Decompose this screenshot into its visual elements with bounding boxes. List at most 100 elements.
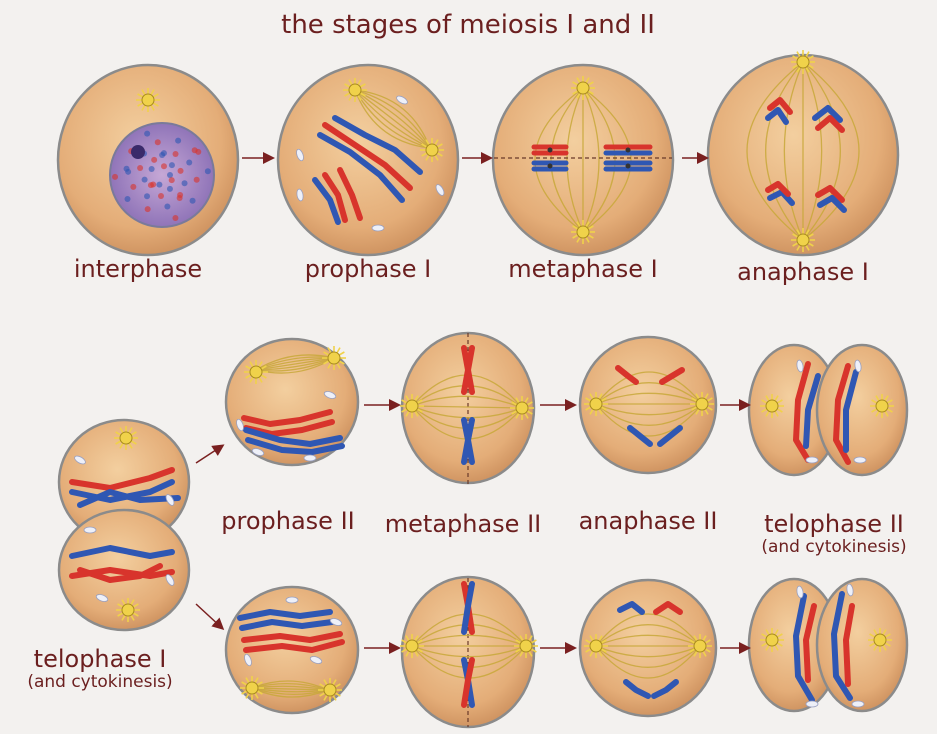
spindle-fiber [595,392,703,405]
chromosome [461,581,475,635]
chromosome [815,185,845,203]
centrosome-icon [868,628,892,652]
organelle [296,148,304,162]
centriole [141,93,155,107]
organelle [853,456,867,464]
arrow [195,444,225,464]
chromosome [767,97,793,115]
centrosome-icon [791,228,815,252]
centrosome-icon [136,88,160,112]
spindle-fiber [354,89,431,149]
cell-body [276,63,460,257]
arrows-layer [195,152,751,654]
spindle-fiber [595,634,701,647]
label-telophase-1-note: (and cytokinesis) [27,672,173,692]
organelle [796,585,804,599]
centrosome-icon [514,634,538,658]
organelle [236,418,244,432]
organelle [435,184,445,196]
chromosome [77,489,181,508]
cells-layer [56,50,909,729]
spindle-fiber [354,89,431,149]
cell-telophase-2-upper [747,343,909,477]
chromatin [168,162,175,169]
spindle-fiber [746,61,804,241]
organelle [74,455,86,465]
label-anaphase-1: anaphase I [737,258,869,286]
spindle-fibers [534,87,632,233]
chromosome [322,172,348,223]
label-metaphase-1: metaphase I [508,255,658,283]
chromosome [651,679,679,699]
nucleolus [131,145,145,159]
chromatin [151,156,158,163]
chromosome [332,115,423,175]
chromatin [168,177,175,184]
centriole [323,683,337,697]
chromatin [156,181,163,188]
spindle-fiber [534,87,584,233]
chromosome [843,369,859,453]
spindle-fiber [566,87,584,233]
label-telophase-2-text: telophase II [764,510,904,538]
cell-prophase-2-upper [224,337,360,467]
organelle [323,391,337,399]
centrosome-icon [760,394,784,418]
chromatin [150,181,157,188]
cell-body-right [815,577,909,713]
centriole [765,399,779,413]
chromatin [159,152,166,159]
chromosome [243,427,343,447]
chromosome [69,467,175,491]
chromosome [245,437,345,455]
centrosome-icon [240,676,264,700]
centrosome-icon [400,394,424,418]
spindle-fiber [255,357,335,371]
chromosome [815,115,845,133]
centrosome-icon [114,426,138,450]
centriole [327,351,341,365]
chromatin [144,206,151,213]
spindle-fiber [595,382,703,405]
centriole [695,397,709,411]
centriole [405,639,419,653]
centromere [625,147,631,153]
centrosome-icon [244,360,268,384]
chromosome [623,679,651,699]
centriole [873,633,887,647]
chromosome [461,657,475,708]
cell-metaphase-2-lower [400,575,538,729]
spindle-fiber [582,87,600,233]
label-anaphase-2: anaphase II [578,507,718,535]
spindle-fiber [802,61,860,241]
centrosome-icon [400,634,424,658]
centrosome-icon [318,678,342,702]
cell-telophase-1 [57,418,191,632]
cell-anaphase-2-lower [578,578,718,718]
centriole [875,399,889,413]
organelle [244,653,252,667]
spindle-fiber [595,613,701,647]
chromosome [69,545,175,559]
centrosome-icon [510,396,534,420]
spindle-fiber [765,61,804,241]
chromatin [172,214,179,221]
chromosome-pair [531,144,569,156]
label-telophase-1-text: telophase I [33,645,167,673]
chromatin [112,173,119,180]
chromosome-pair [603,160,653,172]
chromosome [322,122,413,191]
centrosome-icon [322,346,346,370]
centromere [625,163,631,169]
centriole [796,55,810,69]
spindle-fibers [746,61,860,241]
chromosome [461,417,475,465]
centriole [348,83,362,97]
organelle [303,454,317,462]
chromatin [164,203,171,210]
spindle-fiber [251,680,329,691]
cell-body-right [815,343,909,477]
chromosome [843,603,855,687]
chromosome [241,631,343,643]
centriole [589,397,603,411]
